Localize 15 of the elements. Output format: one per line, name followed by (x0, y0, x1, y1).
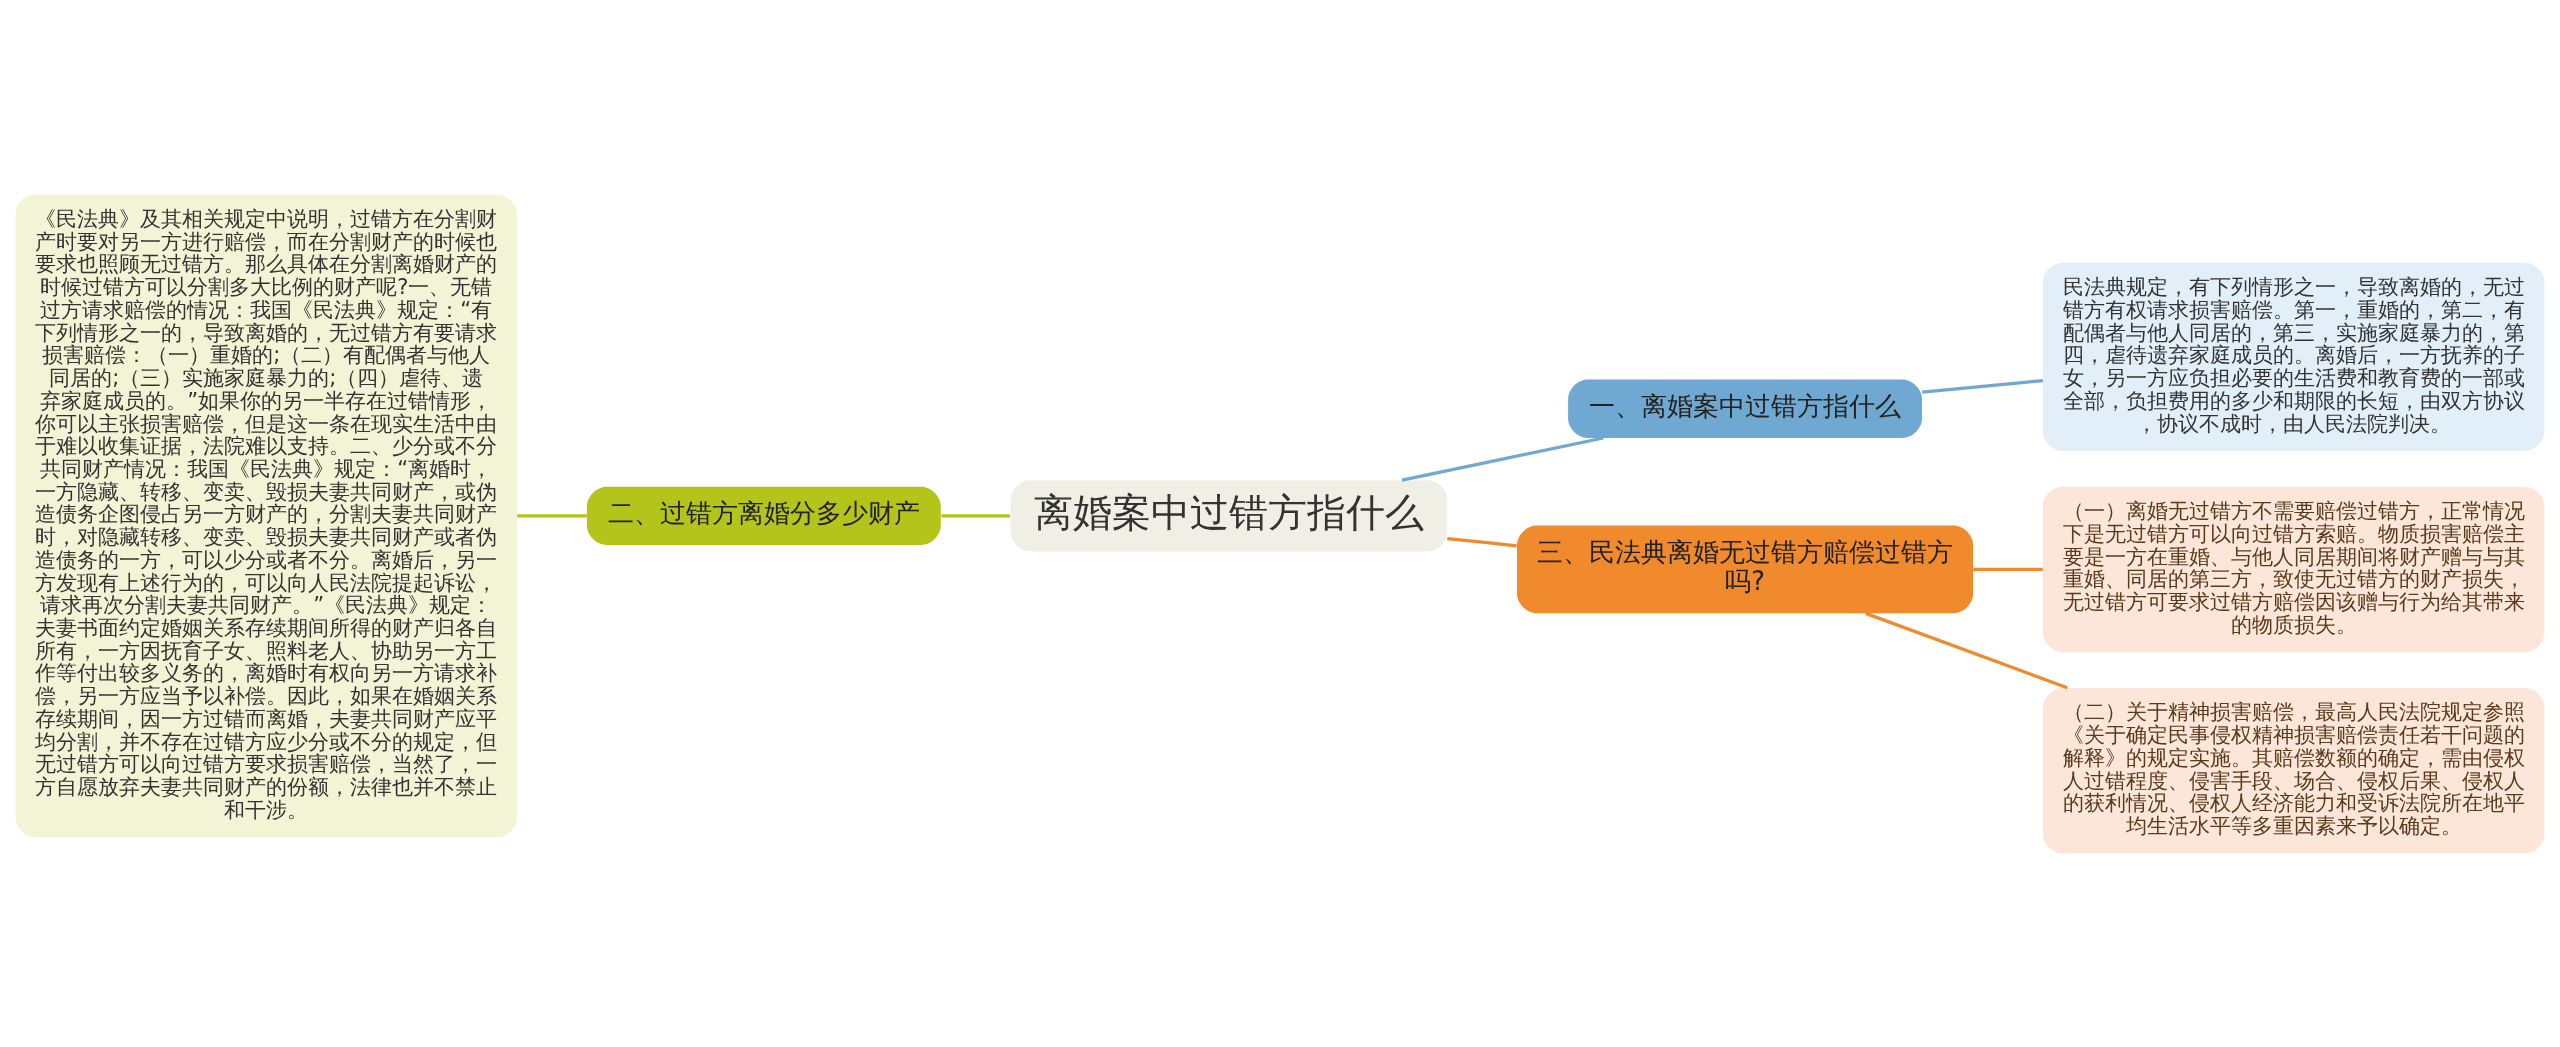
connector (1973, 567, 2043, 571)
node-box: 离婚案中过错方指什么 (1010, 479, 1448, 552)
node-box: 民法典规定，有下列情形之一，导致离婚的，无过错方有权请求损害赔偿。第一，重婚的，第二，有配偶者与他人同居的，第三，实施家庭暴力的，第四，虐待遗弃家庭成员的。离婚后，一方抚养的子女，另一方应负担必要的生活费和教育费的一部或全部，负担费用的多少和期限的长短，由双方协议，协议不成时，由人民法院判决。 (2042, 262, 2545, 451)
node-box: （二）关于精神损害赔偿，最高人民法院规定参照《关于确定民事侵权精神损害赔偿责任若干问题的解释》的规定实施。其赔偿数额的确定，需由侵权人过错程度、侵害手段、场合、侵权后果、侵权人的获利情况、侵权人经济能力和受诉法院所在地平均生活水平等多重因素来予以确定。 (2042, 687, 2545, 853)
connector (1401, 435, 1604, 482)
node-box: （一）离婚无过错方不需要赔偿过错方，正常情况下是无过错方可以向过错方索赔。物质损害赔偿主要是一方在重婚、与他人同居期间将财产赠与与其重婚、同居的第三方，致使无过错方的财产损失，无过错方可要求过错方赔偿因该赠与行为给其带来的物质损失。 (2042, 486, 2545, 652)
connector (1447, 536, 1517, 547)
node-box: 二、过错方离婚分多少财产 (586, 486, 941, 545)
connector (1865, 611, 2068, 689)
connector (1922, 378, 2043, 394)
connector (517, 513, 587, 517)
connector (941, 513, 1010, 517)
node-box: 三、民法典离婚无过错方赔偿过错方吗? (1517, 525, 1974, 613)
node-box: 一、离婚案中过错方指什么 (1568, 379, 1922, 438)
node-box: 《民法典》及其相关规定中说明，过错方在分割财产时要对另一方进行赔偿，而在分割财产的时候也要求也照顾无过错方。那么具体在分割离婚财产的时候过错方可以分割多大比例的财产呢?一、无错过方请求赔偿的情况：我国《民法典》规定：“有下列情形之一的，导致离婚的，无过错方有要请求损害赔偿：（一）重婚的;（二）有配偶者与他人同居的;（三）实施家庭暴力的;（四）虐待、遗弃家庭成员的。”如果你的另一半存在过错情形，你可以主张损害赔偿，但是这一条在现实生活中由于难以收集证据，法院难以支持。二、少分或不分共同财产情况：我国《民法典》规定：“离婚时，一方隐藏、转移、变卖、毁损夫妻共同财产，或伪造债务企图侵占另一方财产的，分割夫妻共同财产时，对隐藏转移、变卖、毁损夫妻共同财产或者伪造债务的一方，可以少分或者不分。离婚后，另一方发现有上述行为的，可以向人民法院提起诉讼，请求再次分割夫妻共同财产。”《民法典》规定：夫妻书面约定婚姻关系存续期间所得的财产归各自所有，一方因抚育子女、照料老人、协助另一方工作等付出较多义务的，离婚时有权向另一方请求补偿，另一方应当予以补偿。因此，如果在婚姻关系存续期间，因一方过错而离婚，夫妻共同财产应平均分割，并不存在过错方应少分或不分的规定，但无过错方可以向过错方要求损害赔偿，当然了，一方自愿放弃夫妻共同财产的份额，法律也并不禁止和干涉。 (15, 194, 518, 837)
